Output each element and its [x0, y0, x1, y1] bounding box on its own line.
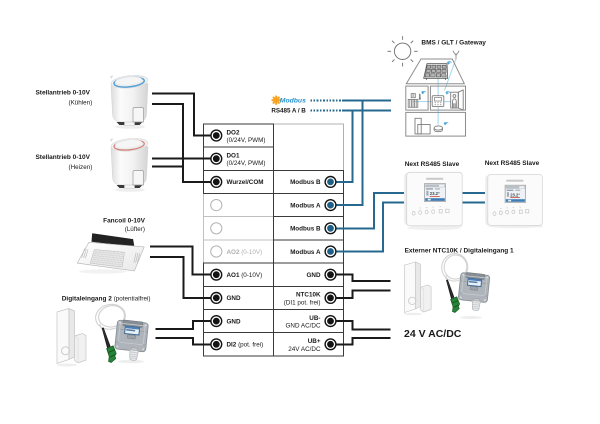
svg-text:DI2 (pot. frei): DI2 (pot. frei) [227, 342, 264, 349]
svg-text:23.2°: 23.2° [510, 192, 520, 197]
svg-text:Modbus A: Modbus A [290, 202, 321, 209]
svg-text:Next RS485 Slave: Next RS485 Slave [405, 161, 460, 168]
svg-text:RS485 A / B: RS485 A / B [271, 108, 306, 115]
svg-text:GND: GND [307, 272, 321, 279]
svg-text:AO2 (0-10V): AO2 (0-10V) [227, 249, 263, 256]
svg-text:Modbus A: Modbus A [290, 249, 321, 256]
svg-text:(0/24V, PWM): (0/24V, PWM) [227, 160, 266, 167]
svg-text:24V AC/DC: 24V AC/DC [288, 346, 321, 353]
svg-text:DO1: DO1 [227, 153, 240, 160]
svg-text:Digitaleingang 2 (potentialfre: Digitaleingang 2 (potentialfrei) [62, 296, 151, 303]
svg-text:Fancoil 0-10V: Fancoil 0-10V [103, 218, 146, 225]
svg-text:GND AC/DC: GND AC/DC [286, 323, 321, 330]
svg-text:(Lüfter): (Lüfter) [125, 226, 145, 233]
svg-text:23.2°: 23.2° [430, 191, 440, 196]
svg-text:BMS / GLT / Gateway: BMS / GLT / Gateway [421, 39, 486, 46]
svg-text:Stellantrieb 0-10V: Stellantrieb 0-10V [35, 154, 90, 161]
svg-text:UB-: UB- [309, 315, 320, 322]
svg-text:Stellantrieb 0-10V: Stellantrieb 0-10V [35, 90, 90, 97]
svg-text:DO2: DO2 [227, 129, 240, 136]
svg-text:UB+: UB+ [308, 338, 321, 345]
svg-text:(Kühlen): (Kühlen) [68, 100, 92, 107]
svg-text:Externer NTC10K / Digitaleinga: Externer NTC10K / Digitaleingang 1 [405, 247, 514, 254]
svg-text:(0/24V, PWM): (0/24V, PWM) [227, 137, 266, 144]
svg-text:Modbus B: Modbus B [290, 226, 321, 233]
svg-text:24 V AC/DC: 24 V AC/DC [404, 328, 462, 340]
svg-text:Wurzel/COM: Wurzel/COM [227, 179, 264, 186]
svg-text:NTC10K: NTC10K [296, 292, 321, 299]
svg-text:GND: GND [227, 295, 241, 302]
svg-text:Modbus: Modbus [280, 98, 306, 105]
svg-text:Next RS485 Slave: Next RS485 Slave [485, 160, 540, 167]
svg-text:(Heizen): (Heizen) [69, 164, 93, 171]
svg-text:GND: GND [227, 318, 241, 325]
svg-text:AO1 (0-10V): AO1 (0-10V) [227, 272, 263, 279]
svg-text:Modbus B: Modbus B [290, 179, 321, 186]
svg-text:(DI1 pot. frei): (DI1 pot. frei) [284, 299, 321, 306]
